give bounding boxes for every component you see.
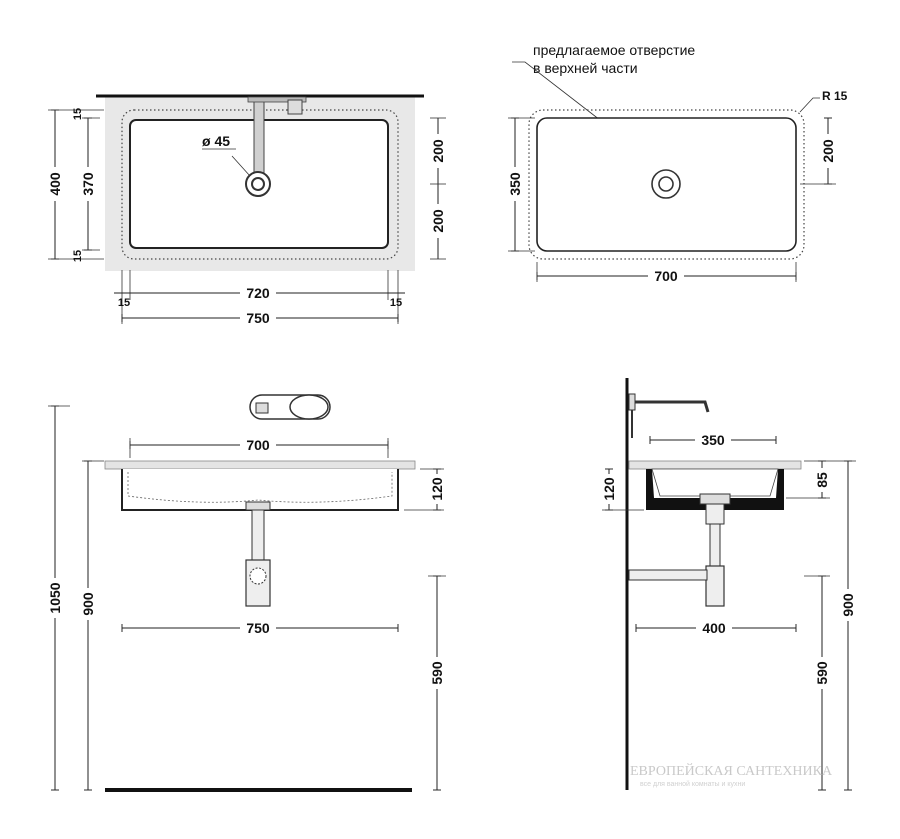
drain-diameter-label: ø 45 xyxy=(202,133,230,149)
overall-height-label: 400 xyxy=(47,172,63,196)
cutout-outline-dotted xyxy=(528,109,805,260)
note-leader xyxy=(512,61,601,121)
drain-inner xyxy=(251,177,265,191)
edge-top-label: 15 xyxy=(72,108,84,120)
faucet-handle xyxy=(289,394,329,420)
cutout-outline-dotted xyxy=(121,109,399,260)
edge-left-label: 15 xyxy=(118,297,130,309)
edge-right-label: 15 xyxy=(390,297,402,309)
drain-body xyxy=(705,503,725,525)
basin-depth-label: 120 xyxy=(429,477,445,501)
cutout-width-label: 700 xyxy=(654,268,678,284)
drain-pipe xyxy=(251,509,265,563)
countertop xyxy=(104,460,416,470)
faucet-plate xyxy=(628,393,636,411)
drain-neck xyxy=(245,501,271,511)
bottle-trap xyxy=(705,565,725,607)
trap-offset-label: 400 xyxy=(702,620,726,636)
cutout-view: предлагаемое отверстие в верхней части R… xyxy=(506,42,848,284)
floor-to-trap-label: 590 xyxy=(429,661,445,685)
faucet-handle xyxy=(287,99,303,115)
faucet-spout-end xyxy=(255,402,269,414)
trap-outlet xyxy=(249,567,267,585)
faucet-spout xyxy=(635,400,710,413)
basin-section xyxy=(646,469,784,510)
total-height-label: 1050 xyxy=(47,582,63,613)
inner-height-label: 370 xyxy=(80,172,96,196)
basin-cavity xyxy=(651,468,779,497)
counter-height-label: 900 xyxy=(80,592,96,616)
leader-line xyxy=(231,155,251,177)
basin-inner-curve xyxy=(127,472,393,503)
half-top-label: 200 xyxy=(430,139,446,163)
radius-leader xyxy=(799,97,820,113)
inner-depth-label: 85 xyxy=(814,472,830,488)
side-view: 350 120 85 400 590 900 xyxy=(601,378,856,791)
front-view: 700 120 750 1050 900 590 xyxy=(47,394,446,792)
cutout-note-line2: в верхней части xyxy=(533,60,638,76)
top-view: ø 45 400 370 15 15 200 200 720 15 15 xyxy=(47,94,446,326)
side-floor-to-trap-label: 590 xyxy=(814,661,830,685)
side-basin-depth-label: 120 xyxy=(601,477,617,501)
basin-width-label: 700 xyxy=(246,437,270,453)
watermark-line1: ЕВРОПЕЙСКАЯ САНТЕХНИКА xyxy=(630,762,833,779)
cutout-note-line1: предлагаемое отверстие xyxy=(533,42,695,58)
counter-width-label: 750 xyxy=(246,620,270,636)
drain-offset-label: 200 xyxy=(820,139,836,163)
half-bottom-label: 200 xyxy=(430,209,446,233)
edge-bottom-label: 15 xyxy=(72,250,84,262)
watermark-line2: все для ванной комнаты и кухни xyxy=(640,780,745,788)
faucet-plate xyxy=(247,96,307,103)
side-counter-height-label: 900 xyxy=(840,593,856,617)
countertop xyxy=(628,460,802,470)
cutout-height-label: 350 xyxy=(507,172,523,196)
radius-label: R 15 xyxy=(822,89,848,103)
inner-width-label: 720 xyxy=(246,285,270,301)
drain-pipe xyxy=(709,523,721,571)
trap-outlet-pipe xyxy=(628,569,708,581)
drain-inner xyxy=(658,176,674,192)
overall-width-label: 750 xyxy=(246,310,270,326)
side-basin-width-label: 350 xyxy=(701,432,725,448)
drain-flange xyxy=(699,493,731,505)
